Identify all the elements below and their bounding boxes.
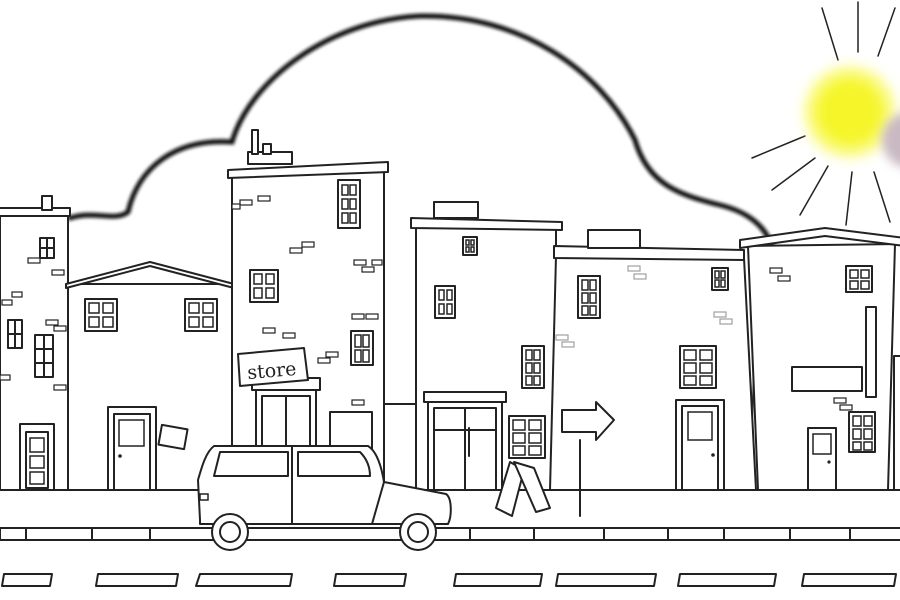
building-store-tower: store <box>227 129 389 491</box>
window <box>845 265 873 293</box>
connector-wall <box>383 403 417 491</box>
sign-panel <box>791 366 863 392</box>
window <box>7 319 23 349</box>
building-middle <box>410 201 563 491</box>
building-gabled <box>65 261 235 491</box>
door <box>107 406 157 491</box>
road-dashes <box>1 573 897 587</box>
window <box>508 415 546 459</box>
sandwich-board <box>495 461 551 517</box>
window <box>434 285 456 319</box>
window <box>249 269 279 303</box>
door <box>807 427 837 491</box>
sun-rays <box>751 1 896 226</box>
window <box>39 237 55 259</box>
sun-core <box>816 78 884 146</box>
arrow-sign <box>561 401 615 517</box>
sidewalk <box>0 527 900 541</box>
hanging-sign <box>157 423 189 451</box>
window <box>679 345 717 389</box>
car <box>197 445 452 551</box>
window <box>34 334 54 378</box>
vertical-sign <box>865 306 877 398</box>
car-wheel-rear <box>399 513 437 551</box>
window <box>337 179 361 229</box>
car-wheel-front <box>211 513 249 551</box>
building-far-left <box>0 195 71 491</box>
window <box>577 275 601 319</box>
double-door <box>423 391 507 491</box>
window <box>350 330 374 366</box>
sun <box>751 1 900 226</box>
mauve-orb <box>882 113 900 167</box>
store-sign: store <box>237 347 309 387</box>
window <box>711 267 729 291</box>
building-far-right <box>739 227 900 491</box>
window <box>848 411 876 453</box>
window <box>184 298 218 332</box>
door <box>19 423 55 491</box>
door <box>675 399 725 491</box>
window <box>521 345 545 389</box>
window <box>84 298 118 332</box>
store-sign-label: store <box>246 358 297 384</box>
window <box>462 236 478 256</box>
